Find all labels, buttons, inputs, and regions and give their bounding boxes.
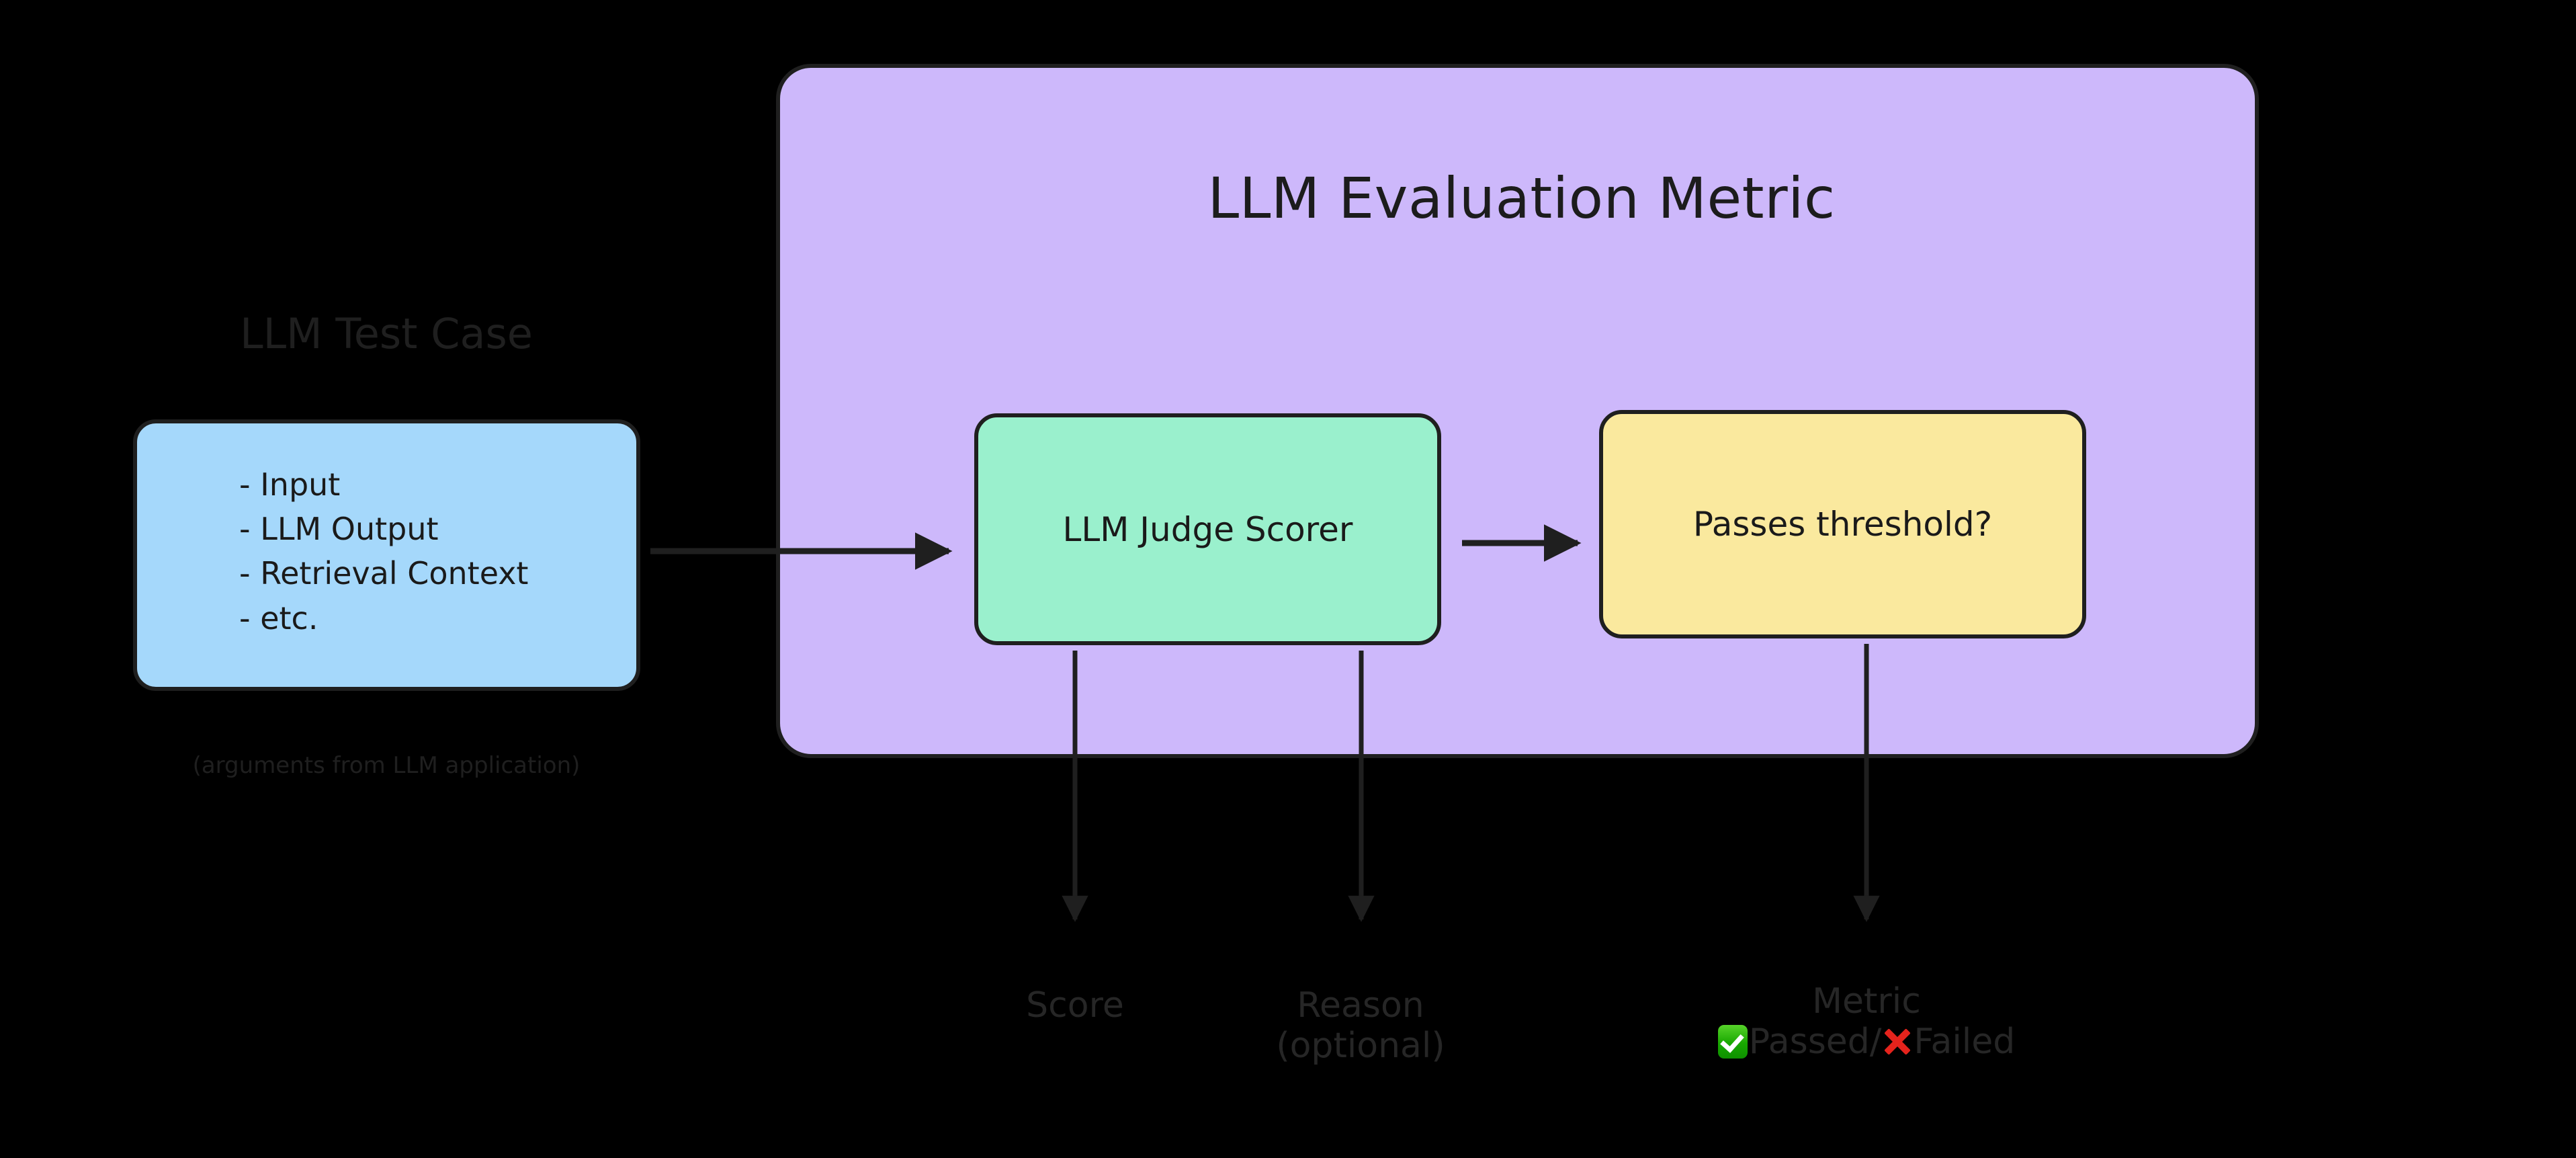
metric-passed-text: Passed [1748,1022,1870,1063]
test-case-heading: LLM Test Case [240,309,533,358]
llm-judge-scorer-box: LLM Judge Scorer [974,413,1441,645]
output-reason-subtext: (optional) [1276,1026,1445,1067]
passes-threshold-box: Passes threshold? [1599,410,2086,638]
test-case-item-retrieval-context: - Retrieval Context [239,555,529,592]
metric-result-row: Passed / Failed [1717,1022,2016,1063]
test-case-caption: (arguments from LLM application) [192,752,581,779]
output-metric-text: Metric [1812,981,1921,1022]
test-case-item-etc: - etc. [239,599,318,636]
test-case-item-input: - Input [239,466,341,503]
output-reason-text: Reason [1297,985,1424,1026]
white-check-mark-icon [1717,1025,1748,1059]
output-label-metric: Metric Passed / Failed [1665,981,2068,1068]
output-score-text: Score [1026,985,1124,1026]
cross-mark-icon [1882,1026,1913,1058]
llm-test-case-box: - Input - LLM Output - Retrieval Context… [133,419,640,691]
metric-title: LLM Evaluation Metric [1207,165,1836,231]
metric-result-separator: / [1869,1022,1882,1063]
test-case-item-list: - Input - LLM Output - Retrieval Context… [239,462,528,640]
test-case-item-llm-output: - LLM Output [239,511,439,548]
output-label-score: Score [873,985,1277,1026]
output-label-reason: Reason (optional) [1159,985,1562,1067]
metric-failed-text: Failed [1914,1022,2016,1063]
